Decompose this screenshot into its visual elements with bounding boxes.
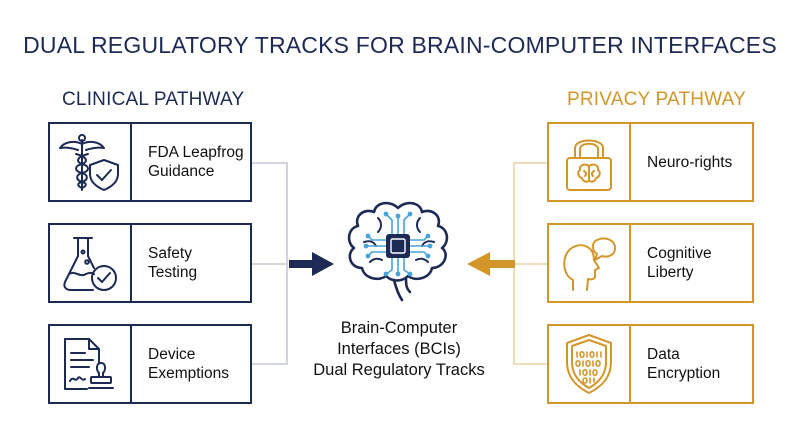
label-line-1: Device <box>148 346 196 363</box>
brain-chip-icon <box>347 201 449 302</box>
card-neuro-rights: Neuro-rights <box>547 122 754 202</box>
label-line-1: Cognitive <box>647 245 712 262</box>
head-speech-icon-cell <box>549 225 631 301</box>
binary-shield-icon-cell <box>549 326 631 402</box>
document-stamp-icon <box>64 338 114 390</box>
center-line-1: Brain-Computer <box>340 319 458 337</box>
card-label: Neuro-rights <box>647 124 732 200</box>
label-line-2: Liberty <box>647 264 694 281</box>
label-line-1: FDA Leapfrog <box>148 144 244 161</box>
flask-check-icon-cell <box>50 225 132 301</box>
center-caption: Brain-Computer Interfaces (BCIs) Dual Re… <box>292 318 506 381</box>
privacy-connectors <box>513 162 547 365</box>
center-line-2: Interfaces (BCIs) <box>337 340 461 358</box>
caduceus-shield-icon-cell <box>50 124 132 200</box>
navy-arrow <box>289 252 334 276</box>
clinical-connectors <box>252 162 288 365</box>
flask-check-icon <box>63 237 117 291</box>
label-line-1: Data <box>647 346 680 363</box>
label-line-2: Exemptions <box>148 365 229 382</box>
caduceus-shield-icon <box>59 134 119 191</box>
brain-lock-icon-cell <box>549 124 631 200</box>
label-line-1: Neuro-rights <box>647 153 733 171</box>
brain-lock-icon <box>566 139 612 191</box>
gold-arrow <box>467 252 515 276</box>
label-line-2: Encryption <box>647 365 721 382</box>
binary-shield-icon <box>566 334 612 394</box>
label-line-2: Testing <box>148 264 198 281</box>
diagram-title: DUAL REGULATORY TRACKS FOR BRAIN-COMPUTE… <box>23 32 777 58</box>
clinical-pathway-heading: CLINICAL PATHWAY <box>62 89 245 110</box>
label-line-2: Guidance <box>148 163 215 180</box>
center-line-3: Dual Regulatory Tracks <box>313 361 485 379</box>
head-speech-icon <box>563 237 616 291</box>
privacy-pathway-heading: PRIVACY PATHWAY <box>567 89 746 110</box>
label-line-1: Safety <box>148 245 192 262</box>
document-stamp-icon-cell <box>50 326 132 402</box>
